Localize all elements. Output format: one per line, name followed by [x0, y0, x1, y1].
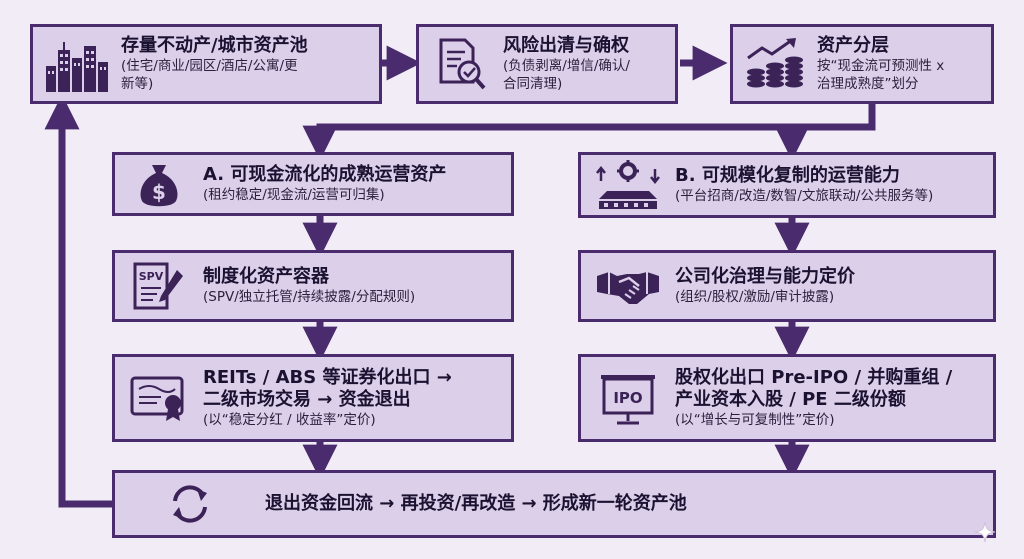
mature-assets-sub: (租约稳定/现金流/运营可归集): [203, 187, 385, 203]
box-institutional-container: SPV 制度化资产容器 (SPV/独立托管/持续披露/分配规则): [112, 250, 514, 322]
risk-clearance-sub-line-1: (负债剥离/增信/确认/: [503, 58, 630, 74]
asset-pool-sub-line-2: 新等): [121, 76, 154, 92]
ipo-label: IPO: [613, 389, 642, 407]
box-asset-layering: 资产分层 按“现金流可预测性 x 治理成熟度”划分: [730, 24, 994, 104]
box-operating-capability: B. 可规模化复制的运营能力 (平台招商/改造/数智/文旅联动/公共服务等): [578, 152, 996, 218]
capital-recycling-title: 退出资金回流 → 再投资/再改造 → 形成新一轮资产池: [265, 493, 687, 514]
box-securitization-exit: REITs / ABS 等证券化出口 → 二级市场交易 → 资金退出 (以“稳定…: [112, 354, 514, 442]
operating-capability-title: B. 可规模化复制的运营能力: [675, 165, 900, 186]
institutional-container-title: 制度化资产容器: [203, 266, 329, 287]
city-buildings-icon: [33, 36, 121, 92]
equity-exit-sub: (以“增长与可复制性”定价): [675, 412, 835, 428]
box-mature-assets: $ A. 可现金流化的成熟运营资产 (租约稳定/现金流/运营可归集): [112, 152, 514, 216]
securitization-exit-title-line-2: 二级市场交易 → 资金退出: [203, 389, 411, 410]
operating-capability-sub: (平台招商/改造/数智/文旅联动/公共服务等): [675, 188, 934, 204]
recycle-arrows-icon: [115, 481, 265, 527]
handshake-icon: [581, 264, 675, 308]
sparkle-icon: [974, 521, 996, 543]
box-capital-recycling: 退出资金回流 → 再投资/再改造 → 形成新一轮资产池: [112, 470, 996, 538]
equity-exit-title-line-2: 产业资本入股 / PE 二级份额: [675, 389, 906, 410]
mature-assets-title: A. 可现金流化的成熟运营资产: [203, 164, 447, 185]
document-magnifier-icon: [419, 36, 503, 92]
institutional-container-sub: (SPV/独立托管/持续披露/分配规则): [203, 289, 416, 305]
spv-document-icon: SPV: [115, 260, 203, 312]
asset-pool-sub-line-1: (住宅/商业/园区/酒店/公寓/更: [121, 58, 298, 74]
asset-layering-sub-line-2: 治理成熟度”划分: [817, 76, 919, 92]
equity-exit-title-line-1: 股权化出口 Pre-IPO / 并购重组 /: [675, 367, 953, 388]
coins-growth-icon: [733, 36, 817, 92]
ipo-board-icon: IPO: [581, 371, 675, 425]
money-bag-icon: $: [115, 159, 203, 209]
platform-gear-icon: [581, 159, 675, 211]
asset-pool-title: 存量不动产/城市资产池: [121, 35, 308, 56]
certificate-icon: [115, 373, 203, 423]
arrow-layer-to-branches: [302, 102, 876, 161]
securitization-exit-sub: (以“稳定分红 / 收益率”定价): [203, 412, 376, 428]
box-asset-pool: 存量不动产/城市资产池 (住宅/商业/园区/酒店/公寓/更 新等): [30, 24, 382, 104]
securitization-exit-title-line-1: REITs / ABS 等证券化出口 →: [203, 367, 452, 388]
risk-clearance-title: 风险出清与确权: [503, 35, 629, 56]
svg-text:$: $: [152, 180, 166, 204]
risk-clearance-sub-line-2: 合同清理): [503, 76, 563, 92]
asset-layering-title: 资产分层: [817, 35, 889, 56]
box-equity-exit: IPO 股权化出口 Pre-IPO / 并购重组 / 产业资本入股 / PE 二…: [578, 354, 996, 442]
corporate-governance-title: 公司化治理与能力定价: [675, 266, 855, 287]
box-risk-clearance: 风险出清与确权 (负债剥离/增信/确认/ 合同清理): [416, 24, 678, 104]
corporate-governance-sub: (组织/股权/激励/审计披露): [675, 289, 835, 305]
asset-layering-sub-line-1: 按“现金流可预测性 x: [817, 58, 945, 74]
box-corporate-governance: 公司化治理与能力定价 (组织/股权/激励/审计披露): [578, 250, 996, 322]
spv-label: SPV: [139, 270, 164, 283]
